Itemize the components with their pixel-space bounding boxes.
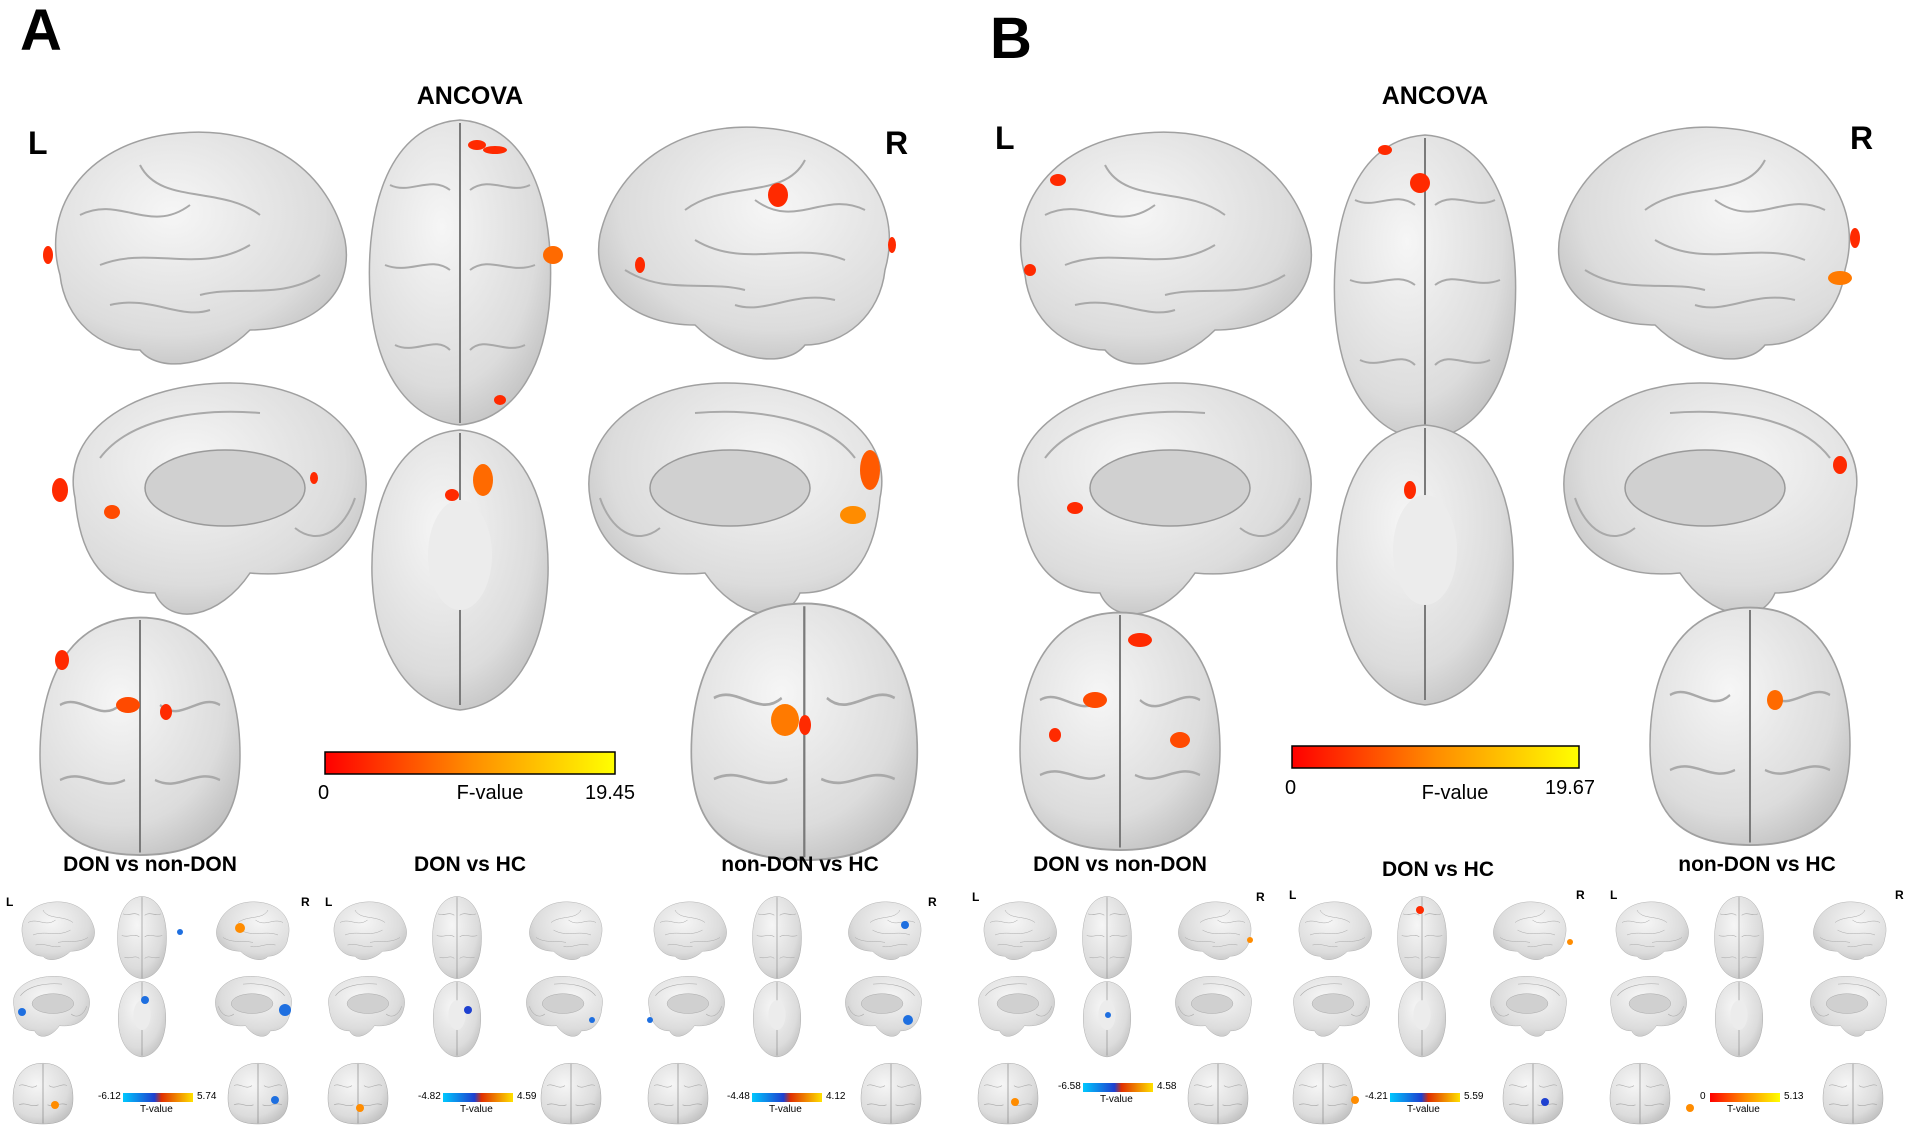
comparison-colorbars	[123, 1083, 1780, 1102]
panel-b-title: ANCOVA	[1381, 82, 1489, 110]
comparison-a2-min: -4.82	[418, 1091, 441, 1102]
comparison-b3-right-label: R	[1895, 888, 1904, 902]
comparison-b1-label: T-value	[1100, 1094, 1133, 1105]
comparison-b1-left-label: L	[972, 890, 980, 904]
comparison-a3-title: non-DON vs HC	[721, 853, 879, 876]
comparison-a3-max: 4.12	[826, 1091, 846, 1102]
comparison-b2-title: DON vs HC	[1381, 858, 1495, 881]
comparison-b3-label: T-value	[1727, 1104, 1760, 1115]
panel-b-brains	[1017, 126, 1858, 852]
panel-a-colorbar-max: 19.45	[585, 782, 636, 804]
comparison-a2-title: DON vs HC	[413, 853, 527, 876]
panel-a-title: ANCOVA	[416, 82, 524, 110]
comparison-a2-max: 4.59	[517, 1091, 537, 1102]
comparison-b1-max: 4.58	[1157, 1081, 1177, 1092]
comparison-b2-left-label: L	[1289, 888, 1297, 902]
panel-b-left-label: L	[995, 120, 1015, 156]
panel-b-activations	[1024, 145, 1860, 748]
comparison-a2-left-label: L	[325, 895, 333, 909]
comparison-a1-label: T-value	[140, 1104, 173, 1115]
comparison-a3-right-label: R	[928, 895, 937, 909]
panel-b-colorbar-max: 19.67	[1545, 777, 1596, 799]
panel-b-colorbar	[1291, 745, 1580, 769]
comparison-b2-label: T-value	[1407, 1104, 1440, 1115]
panel-a-activations	[43, 140, 896, 736]
comparison-a1-title: DON vs non-DON	[63, 853, 237, 876]
panel-a-colorbar	[324, 751, 616, 775]
panel-b-colorbar-label: F-value	[1421, 782, 1489, 804]
comparison-a2-label: T-value	[460, 1104, 493, 1115]
panel-b-colorbar-min: 0	[1285, 777, 1297, 799]
comparison-a3-label: T-value	[769, 1104, 802, 1115]
panel-a-left-label: L	[28, 125, 48, 161]
comparison-b2-right-label: R	[1576, 888, 1585, 902]
comparison-b2-max: 5.59	[1464, 1091, 1484, 1102]
comparison-b1-title: DON vs non-DON	[1033, 853, 1207, 876]
comparison-b3-title: non-DON vs HC	[1678, 853, 1836, 876]
comparison-b2-min: -4.21	[1365, 1091, 1388, 1102]
comparison-a1-left-label: L	[6, 895, 14, 909]
comparison-b3-max: 5.13	[1784, 1091, 1804, 1102]
comparison-activations	[18, 906, 1694, 1112]
comparison-a1-max: 5.74	[197, 1091, 217, 1102]
panel-letter-b: B	[990, 6, 1032, 71]
comparison-thumbnails	[12, 896, 1887, 1125]
comparison-b1-min: -6.58	[1058, 1081, 1081, 1092]
comparison-a3-min: -4.48	[727, 1091, 750, 1102]
comparison-b3-min: 0	[1700, 1091, 1706, 1102]
comparison-a1-min: -6.12	[98, 1091, 121, 1102]
panel-a-right-label: R	[885, 125, 909, 161]
comparison-b3-left-label: L	[1610, 888, 1618, 902]
comparison-b1-right-label: R	[1256, 890, 1265, 904]
panel-letter-a: A	[20, 0, 62, 63]
panel-a-colorbar-label: F-value	[456, 782, 524, 804]
panel-b-right-label: R	[1850, 120, 1874, 156]
comparison-a1-right-label: R	[301, 895, 310, 909]
panel-a-colorbar-min: 0	[318, 782, 330, 804]
